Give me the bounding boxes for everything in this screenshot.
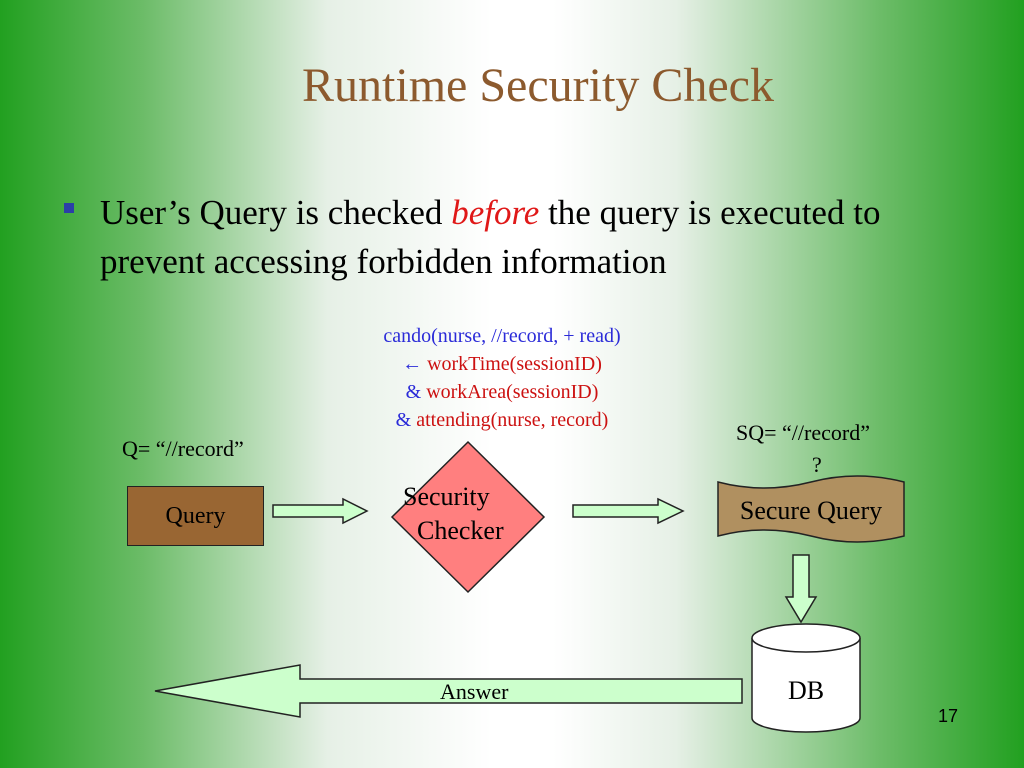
arrow-query-to-checker	[272, 497, 369, 525]
checker-line-2: Checker	[417, 516, 504, 545]
security-checker-diamond	[390, 440, 546, 594]
db-cylinder-top	[751, 623, 861, 653]
rule-line-work-time: ← workTime(sessionID)	[300, 350, 704, 378]
query-box: Query	[127, 486, 264, 546]
query-label: Q= “//record”	[122, 436, 244, 461]
rule-head: cando(nurse, //record, + read)	[383, 325, 621, 347]
slide-title: Runtime Security Check	[302, 59, 774, 112]
rule-operator: &	[395, 409, 417, 431]
rule-line-attending: & attending(nurse, record)	[300, 406, 704, 434]
rule-condition: workTime(sessionID)	[427, 353, 602, 375]
answer-label: Answer	[440, 679, 509, 704]
checker-line-1: Security	[403, 482, 490, 511]
page-number: 17	[938, 706, 959, 726]
rule-condition: attending(nurse, record)	[416, 409, 609, 431]
secure-query-unknown: ?	[812, 452, 822, 477]
rule-condition: workArea(sessionID)	[426, 381, 599, 403]
rule-line-work-area: & workArea(sessionID)	[300, 378, 704, 406]
access-rule: cando(nurse, //record, + read) ← workTim…	[300, 322, 704, 434]
bullet-text-after: the query is executed to prevent accessi…	[100, 193, 881, 281]
bullet-emphasis: before	[451, 193, 540, 232]
secure-query-label: SQ= “//record”	[736, 420, 870, 445]
bullet-text: User’s Query is checked before the query…	[100, 188, 920, 286]
rule-operator: ←	[402, 353, 428, 375]
bullet-icon	[64, 203, 74, 213]
bullet-text-before: User’s Query is checked	[100, 193, 452, 232]
arrow-checker-to-secure-query	[572, 497, 685, 525]
secure-query-box-label: Secure Query	[739, 496, 883, 525]
answer-arrow	[154, 664, 743, 718]
db-label: DB	[787, 676, 825, 705]
query-box-label: Query	[165, 502, 226, 529]
rule-operator: &	[405, 381, 427, 403]
security-checker-label: Security Checker	[403, 480, 543, 548]
db-cylinder	[751, 638, 861, 733]
secure-query-shape	[717, 475, 905, 543]
arrow-secure-query-to-db	[784, 554, 818, 624]
